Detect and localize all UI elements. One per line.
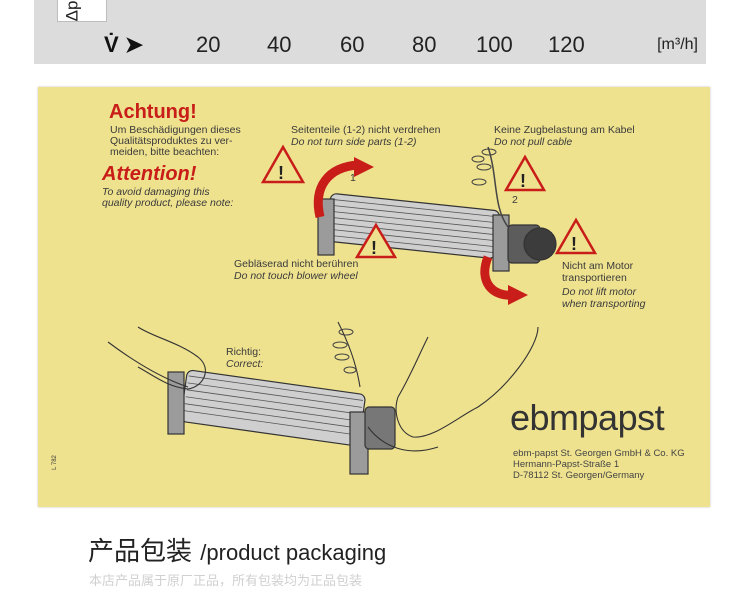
flow-scale-bar — [34, 0, 706, 64]
rotation-arrow-right — [480, 255, 514, 300]
correct-label-en: Correct: — [226, 358, 264, 370]
svg-text:!: ! — [371, 238, 377, 258]
warning-motor-de: transportieren — [562, 272, 627, 284]
flow-tick: 60 — [340, 32, 365, 57]
flow-tick: 40 — [267, 32, 292, 57]
heading-de: Achtung! — [109, 101, 197, 123]
side-code: L 782 — [51, 455, 58, 470]
intro-de-line: Qualitätsproduktes zu ver- — [110, 135, 233, 147]
flow-tick: 100 — [476, 32, 513, 57]
flow-tick: 80 — [412, 32, 437, 57]
address-line: Hermann-Papst-Straße 1 — [513, 459, 620, 470]
section-note: 本店产品属于原厂正品，所有包装均为正品包装 — [89, 574, 363, 589]
warning-blower-en: Do not touch blower wheel — [234, 270, 358, 282]
instruction-illustration: !! !! — [107, 144, 598, 475]
instruction-card: !! !! Achtung! Um Beschädig — [38, 87, 710, 507]
intro-de-line: meiden, bitte beachten: — [110, 146, 220, 158]
hand-outline — [107, 321, 539, 452]
warning-cable-en: Do not pull cable — [494, 136, 573, 148]
rotation-arrow-left — [313, 160, 359, 219]
section-title-en: /product packaging — [200, 540, 387, 565]
blower-drawing-bottom — [167, 369, 396, 475]
leaf-cable-decoration — [471, 148, 497, 186]
warning-motor-en: Do not lift motor — [562, 286, 637, 298]
intro-en-line: To avoid damaging this — [102, 186, 210, 198]
company-address: ebm-papst St. Georgen GmbH & Co. KG Herm… — [513, 448, 685, 481]
flow-label: V̇ ➤ — [104, 32, 144, 57]
svg-text:!: ! — [520, 171, 526, 191]
section-title-cn: 产品包装 — [88, 537, 193, 567]
section-title: 产品包装 /product packaging — [88, 531, 386, 568]
warning-side-parts-de: Seitenteile (1-2) nicht verdrehen — [291, 124, 441, 136]
warning-cable-de: Keine Zugbelastung am Kabel — [494, 124, 635, 136]
intro-de-line: Um Beschädigungen dieses — [110, 124, 241, 136]
svg-text:!: ! — [278, 163, 284, 183]
leaf-cable-decoration-bottom — [332, 328, 357, 374]
side-part-label-1: 1 — [350, 172, 356, 184]
warning-triangle-icon — [260, 144, 598, 259]
warning-side-parts-en: Do not turn side parts (1-2) — [291, 136, 417, 148]
flow-scale-row: V̇ ➤ 20 40 60 80 100 120 [m³/h] — [34, 24, 706, 64]
warning-blower-de: Gebläserad nicht berühren — [234, 258, 359, 270]
flow-tick: 20 — [196, 32, 221, 57]
pressure-axis-tab: Δp — [57, 0, 107, 22]
flow-unit: [m³/h] — [657, 36, 698, 53]
intro-en-line: quality product, please note: — [102, 197, 234, 209]
ebmpapst-logo: ebmpapst — [510, 397, 665, 438]
svg-text:!: ! — [571, 234, 577, 254]
address-line: ebm-papst St. Georgen GmbH & Co. KG — [513, 448, 685, 459]
warning-motor-de: Nicht am Motor — [562, 260, 634, 272]
heading-en: Attention! — [102, 163, 197, 185]
correct-label-de: Richtig: — [226, 346, 262, 358]
address-line: D-78112 St. Georgen/Germany — [513, 470, 645, 481]
side-part-label-2: 2 — [512, 194, 518, 206]
pressure-symbol: Δp — [62, 0, 82, 22]
warning-motor-en: when transporting — [562, 298, 646, 310]
flow-tick: 120 — [548, 32, 585, 57]
